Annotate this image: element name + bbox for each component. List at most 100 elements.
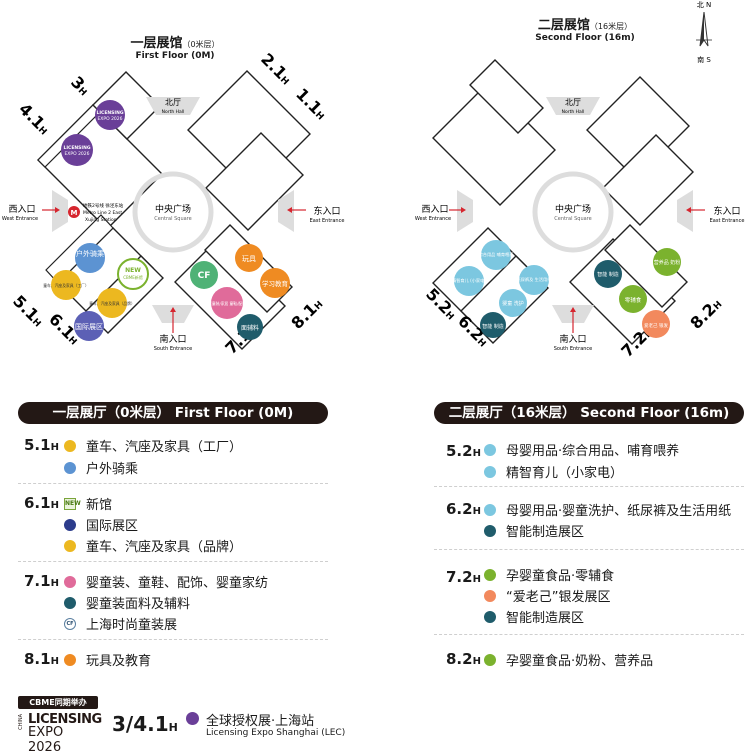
booth-new[interactable] (117, 258, 149, 290)
booth-apparel[interactable] (211, 287, 243, 319)
booth-7-2-smart-mfg-label: 智能 制造 (597, 271, 619, 278)
south-entrance-cn: 南入口 (159, 333, 186, 345)
north-hall-block (146, 97, 200, 115)
hall-1-1-block[interactable] (205, 132, 304, 231)
pink-dot-icon (64, 575, 76, 588)
booth-cf[interactable] (190, 261, 218, 289)
booth-6-2-care[interactable] (499, 289, 527, 317)
metro-icon (68, 206, 80, 218)
booth-new-label: NEW (125, 267, 141, 274)
legend2-item-8-2-a: 孕婴童食品·奶粉、营养品 (484, 650, 653, 669)
booth-cf-label: CF (198, 271, 211, 281)
teal-dot-icon (64, 596, 76, 609)
hall-label-1-1: 1.1H (292, 84, 331, 123)
hall-label-5-1: 5.1H (9, 291, 48, 330)
teal-dot-icon (484, 610, 496, 623)
central-square-2-en: Central Square (554, 216, 591, 222)
legend2-bar: 二层展厅（16米层） Second Floor (16m) (434, 402, 744, 424)
footer-logo-line1: LICENSING (28, 712, 102, 727)
east-entrance-en: East Entrance (310, 218, 345, 224)
booth-7-2-silver[interactable] (642, 310, 670, 338)
teal-dot-icon (484, 524, 496, 537)
booth-fabric-label: 面辅料 (241, 324, 259, 332)
floor1-title-cn: 一层展馆 (130, 36, 183, 51)
legend1-hall-5-1: 5.1H (24, 436, 59, 454)
east-entrance-cn: 东入口 (313, 205, 340, 217)
compass-icon: 北 N 南 S (696, 1, 712, 64)
footer-name-cn: 全球授权展·上海站 (206, 714, 315, 729)
legend1-item-6-1-b: 国际展区 (64, 515, 138, 534)
booth-7-2-snacks[interactable] (619, 285, 647, 313)
west-entrance-en: West Entrance (2, 216, 38, 222)
hall-label-2-1: 2.1H (257, 50, 296, 88)
booth-licensing-3-line2: EXPO 2026 (97, 116, 122, 122)
west-entrance-2-en: West Entrance (415, 216, 451, 222)
north-hall-2-block (546, 97, 600, 115)
booth-5-2-smart-label: 精智育儿 (小家电) (452, 277, 486, 284)
legend2-item-6-2-a: 母婴用品·婴童洗护、纸尿裤及生活用纸 (484, 500, 731, 519)
hall-3-2-block (469, 59, 544, 134)
booth-6-2-diapers-label: 纸尿裤及 生活用纸 (517, 276, 553, 283)
west-entrance-cn: 西入口 (8, 204, 35, 215)
south-entrance-2-en: South Entrance (554, 346, 593, 352)
green-dot-icon (484, 568, 496, 581)
legend2-item-6-2-b: 智能制造展区 (484, 521, 584, 540)
west-entrance-2-cn: 西入口 (421, 204, 448, 215)
compass-north: 北 N (697, 1, 711, 9)
booth-stroller-factory-label: 童车、汽座及家具（工厂） (43, 283, 89, 288)
hall-1-2-block (602, 134, 694, 226)
hall-4-2-block (432, 82, 556, 206)
lightblue-dot-icon (484, 443, 496, 456)
central-square-2-cn: 中央广场 (555, 203, 591, 215)
coral-dot-icon (484, 589, 496, 602)
footer-logo: CHINA LICENSING EXPO 2026 (18, 712, 102, 755)
booth-international[interactable] (74, 311, 104, 341)
booth-7-2-snacks-label: 零辅食 (625, 296, 642, 304)
south-entrance-en: South Entrance (154, 346, 193, 352)
booth-5-2-general[interactable] (481, 240, 511, 270)
legend1-item-8-1-a: 玩具及教育 (64, 650, 151, 669)
legend1-item-7-1-b: 婴童装面料及辅料 (64, 593, 190, 612)
booth-stroller-brand[interactable] (97, 288, 127, 318)
booth-5-2-smart[interactable] (454, 266, 484, 296)
booth-stroller-factory[interactable] (51, 270, 81, 300)
booth-6-2-smart-mfg[interactable] (480, 312, 506, 338)
hall-8-2-block[interactable] (604, 224, 688, 308)
lightblue-dot-icon (484, 503, 496, 516)
north-hall-2-cn: 北厅 (565, 98, 581, 107)
cf-logo-icon: CF (64, 617, 76, 630)
booth-toys[interactable] (235, 244, 263, 272)
booth-6-2-care-label: 婴童 洗护 (502, 300, 524, 307)
navy-dot-icon (64, 518, 76, 531)
legend2-hall-6-2: 6.2H (446, 500, 481, 518)
east-entrance-2-en: East Entrance (710, 218, 745, 224)
booth-education[interactable] (260, 268, 290, 298)
legend2-hall-8-2: 8.2H (446, 650, 481, 668)
legend1-hall-7-1: 7.1H (24, 572, 59, 590)
floor1-title-level: （0米层） (182, 40, 220, 49)
booth-6-2-diapers[interactable] (519, 265, 549, 295)
booth-apparel-label: 婴童装/家居 童鞋/配饰 (208, 301, 246, 306)
legend1-item-6-1-c: 童车、汽座及家具（品牌） (64, 536, 242, 555)
legend2-item-7-2-c: 智能制造展区 (484, 607, 584, 626)
booth-outdoor[interactable] (75, 243, 105, 273)
new-hall-icon: NEW (64, 497, 81, 510)
booth-8-2-nutrition[interactable] (653, 248, 681, 276)
booth-licensing-4-1-line2: EXPO 2026 (64, 151, 89, 157)
booth-licensing-4-1[interactable] (61, 134, 93, 166)
legend1-item-5-1-b: 户外骑乘 (64, 458, 138, 477)
legend1-item-7-1-a: 婴童装、童鞋、配饰、婴童家纺 (64, 572, 268, 591)
metro-line1: 地铁2号线 徐泾东站 (83, 202, 124, 209)
central-square-cn: 中央广场 (155, 203, 191, 215)
booth-6-2-smart-mfg-label: 智能 制造 (482, 323, 504, 330)
booth-7-2-smart-mfg[interactable] (594, 260, 622, 288)
booth-fabric[interactable] (237, 314, 263, 340)
footer-logo-line2: EXPO 2026 (28, 725, 64, 755)
booth-licensing-3[interactable] (95, 100, 125, 130)
east-entrance-2-cn: 东入口 (713, 205, 740, 217)
footer-name-en: Licensing Expo Shanghai (LEC) (206, 728, 346, 738)
floor2-title-cn: 二层展馆 (537, 18, 590, 33)
floor1-title: 一层展馆（0米层） First Floor (0M) (120, 32, 230, 61)
north-hall-en: North Hall (162, 109, 185, 115)
floor1-map: 北厅 North Hall 中央广场 Central Square 西入口 We… (2, 50, 345, 358)
